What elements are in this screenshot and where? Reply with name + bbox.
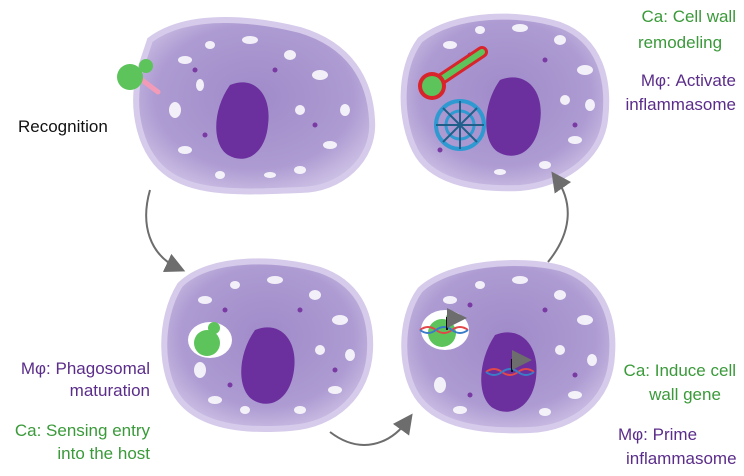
label-step2-mphi-line1: Mφ: Phagosomal: [20, 359, 150, 378]
label-step4-mphi-line2: inflammasome: [625, 95, 736, 114]
label-step2-ca-line1: Ca: Sensing entry: [14, 421, 150, 440]
arrow-induction-to-inflammasome: [547, 171, 572, 263]
phagosome: [421, 310, 469, 350]
dna-strand-fungal: [419, 308, 469, 334]
macrophage-cell-phagosome: [161, 258, 374, 433]
label-step3-ca-line1: Ca: Induce cell: [623, 361, 736, 380]
label-step3-mphi-line1: Mφ: Prime: [618, 425, 698, 444]
label-step2-mphi-line2: maturation: [69, 381, 150, 400]
label-recognition: Recognition: [18, 117, 108, 136]
candida-hypha: [418, 46, 488, 100]
label-step4-ca-line1: Ca: Cell wall: [641, 7, 736, 26]
phagosome: [188, 322, 232, 358]
arrow-recognition-to-phagosome: [145, 189, 186, 273]
label-step3-mphi-line2: inflammasome: [626, 449, 737, 468]
label-step3-ca-line2: wall gene: [649, 385, 721, 404]
candida-yeast: [117, 59, 153, 90]
label-step4-mphi-line1: Mφ: Activate: [640, 71, 736, 90]
candida-yeast: [194, 330, 220, 356]
macrophage-cell-recognition: [117, 17, 376, 195]
macrophage-cell-inflammasome: [400, 13, 610, 192]
label-step2-ca-line2: into the host: [57, 444, 150, 463]
nucleus: [241, 327, 295, 404]
arrow-phagosome-to-induction: [329, 413, 413, 446]
dna-strand-host: [485, 350, 535, 376]
receptor: [139, 77, 161, 95]
nucleus: [486, 77, 541, 156]
label-step4-ca-line2: remodeling: [637, 33, 723, 52]
nucleus: [216, 82, 269, 159]
inflammasome-complex: [434, 99, 486, 151]
macrophage-cell-gene-induction: [401, 260, 616, 434]
